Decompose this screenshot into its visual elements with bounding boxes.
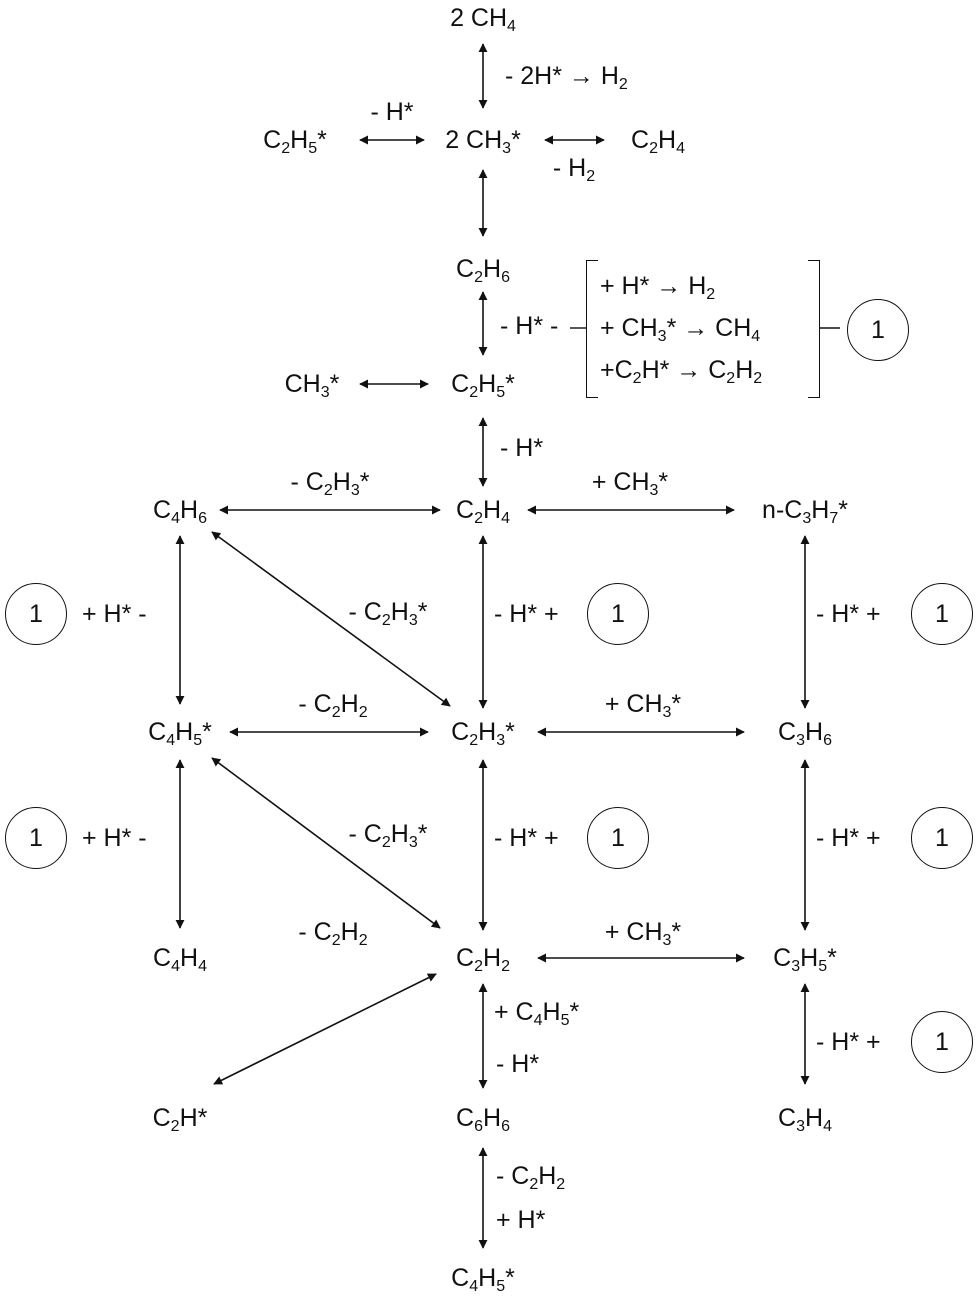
species-c3h4: C3H4 — [778, 1104, 832, 1135]
label-minus-h-c2h5: - H* — [500, 434, 544, 462]
label-minus-c2h2-bottom: - C2H2 — [496, 1162, 566, 1193]
species-c2h-radical: C2H* — [152, 1104, 208, 1135]
species-c3h6: C3H6 — [778, 718, 832, 749]
species-c2h6: C2H6 — [456, 255, 510, 286]
label-minus-h-right-1: - H* + — [816, 600, 881, 628]
bracket-left — [586, 260, 598, 398]
marker-circle-1-center-2: 1 — [587, 807, 649, 869]
label-plus-ch3-low: + CH3* — [604, 918, 682, 949]
bracket-line-2: + CH3* → CH4 — [600, 314, 761, 345]
label-minus-h-right-2: - H* + — [816, 824, 881, 852]
label-minus-h2: - H2 — [552, 154, 596, 185]
label-plus-ch3-mid: + CH3* — [604, 690, 682, 721]
species-c4h5-radical: C4H5* — [148, 718, 212, 749]
bracket-right — [808, 260, 820, 398]
species-c4h6: C4H6 — [153, 496, 207, 527]
label-minus-c2h3-diagonal-1: - C2H3* — [348, 598, 428, 629]
label-minus-h-center-2: - H* + — [494, 824, 559, 852]
species-2ch4: 2 CH4 — [450, 4, 516, 35]
label-plus-h-left-1: + H* - — [82, 600, 147, 628]
marker-circle-1-right-1: 1 — [911, 583, 973, 645]
marker-circle-1-right-3: 1 — [911, 1011, 973, 1073]
label-minus-c2h2-low: - C2H2 — [298, 918, 368, 949]
species-c2h4: C2H4 — [456, 496, 510, 527]
marker-circle-1-left-1: 1 — [5, 583, 67, 645]
species-c2h4-top: C2H4 — [631, 126, 685, 157]
species-c2h2: C2H2 — [456, 944, 510, 975]
label-minus-c2h3-top: - C2H3* — [290, 468, 370, 499]
species-c4h5-radical-bottom: C4H5* — [451, 1264, 515, 1295]
label-minus-c2h2-mid: - C2H2 — [298, 690, 368, 721]
species-c2h5-radical: C2H5* — [451, 370, 515, 401]
label-plus-c4h5: + C4H5* — [494, 998, 580, 1029]
label-minus-h-right-3: - H* + — [816, 1028, 881, 1056]
species-c4h4: C4H4 — [153, 944, 207, 975]
species-c2h3-radical: C2H3* — [451, 718, 515, 749]
label-minus-h-center-1: - H* + — [494, 600, 559, 628]
species-n-c3h7-radical: n-C3H7* — [762, 496, 848, 527]
species-ch3-radical: CH3* — [284, 370, 340, 401]
label-minus-h-top: - H* — [370, 98, 414, 126]
label-plus-h-left-2: + H* - — [82, 824, 147, 852]
species-2ch3-radical: 2 CH3* — [445, 126, 521, 157]
species-c2h5-radical-top: C2H5* — [263, 126, 327, 157]
label-minus-c2h3-diagonal-2: - C2H3* — [348, 820, 428, 851]
species-c6h6: C6H6 — [456, 1104, 510, 1135]
marker-circle-1-bracket: 1 — [847, 299, 909, 361]
species-c3h5-radical: C3H5* — [773, 944, 837, 975]
marker-circle-1-left-2: 1 — [5, 807, 67, 869]
label-plus-h-bottom: + H* — [496, 1206, 546, 1234]
marker-circle-1-right-2: 1 — [911, 807, 973, 869]
bracket-line-1: + H* → H2 — [600, 272, 716, 303]
marker-circle-1-center-1: 1 — [587, 583, 649, 645]
label-minus-h-low: - H* — [496, 1050, 540, 1078]
label-plus-ch3-top: + CH3* — [591, 468, 669, 499]
bracket-line-3: +C2H* → C2H2 — [600, 356, 763, 387]
label-minus-2h-to-h2: - 2H* → H2 — [505, 62, 628, 93]
label-minus-h-c2h6: - H* - — [500, 312, 559, 340]
